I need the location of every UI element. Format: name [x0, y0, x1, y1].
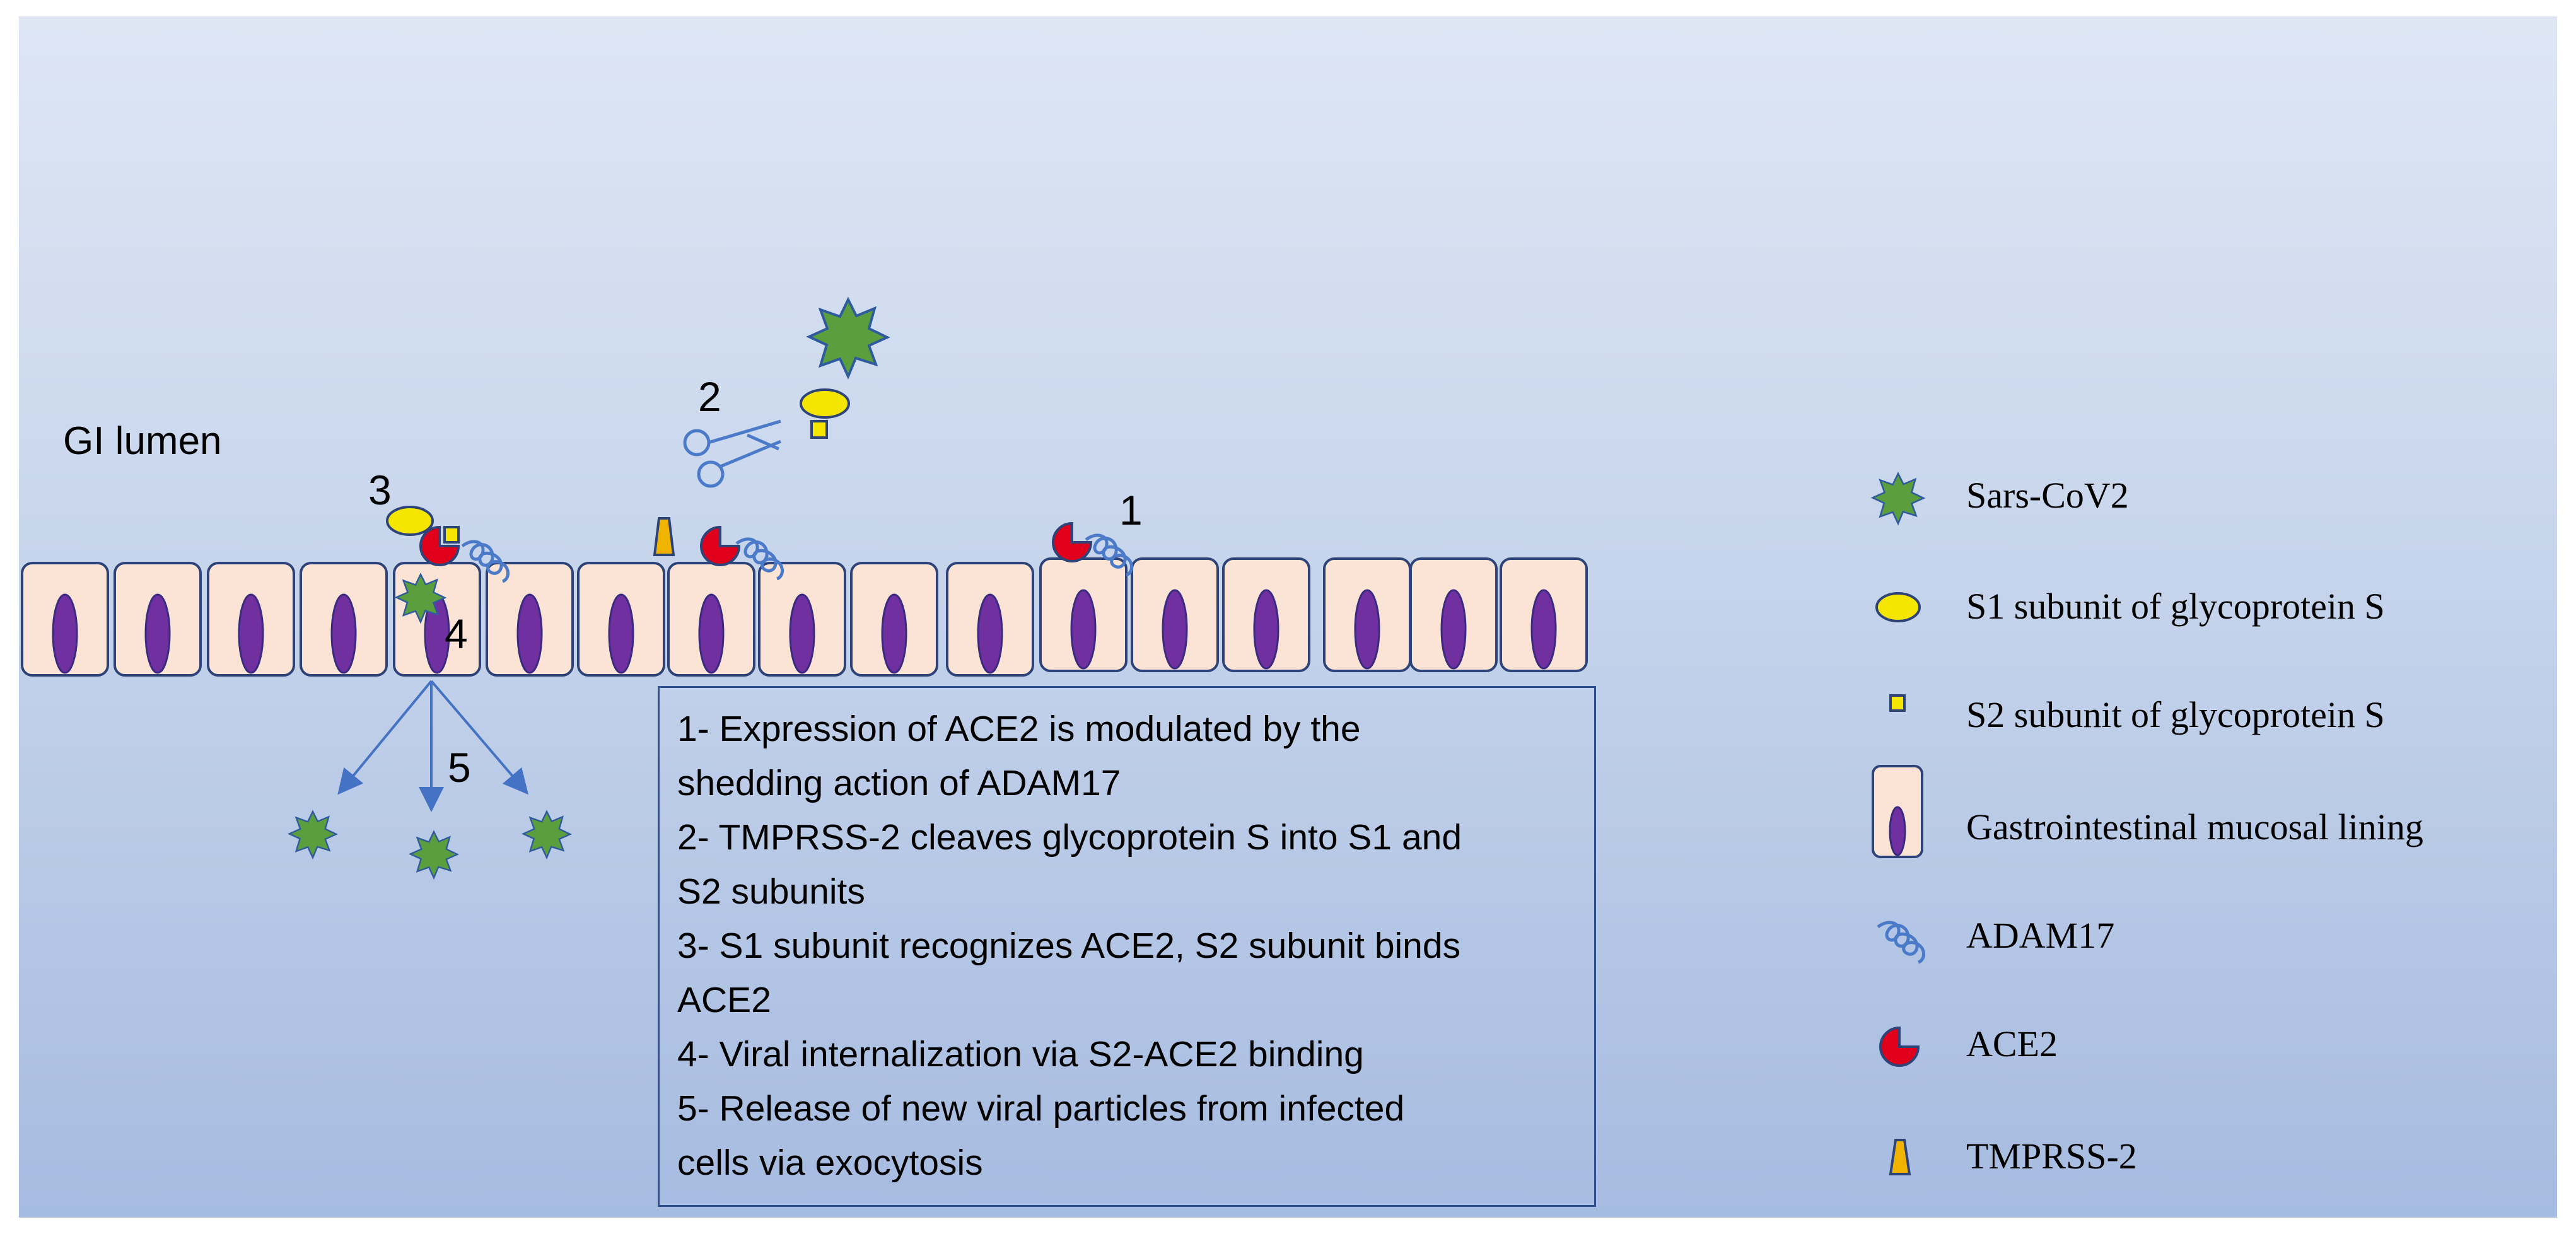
mucosal-cell — [850, 562, 938, 677]
mucosal-lining — [21, 557, 1588, 677]
legend-label-mucosal: Gastrointestinal mucosal lining — [1966, 806, 2423, 847]
marker-5: 5 — [448, 744, 471, 791]
virus-icon — [808, 298, 889, 378]
gi-lumen-label: GI lumen — [63, 419, 222, 463]
step-line: cells via exocytosis — [677, 1143, 983, 1183]
s1-ellipse-icon — [386, 506, 434, 536]
legend-label-s2: S2 subunit of glycoprotein S — [1966, 694, 2385, 735]
mucosal-cell — [1323, 557, 1411, 672]
marker-3: 3 — [368, 467, 392, 513]
steps-box: 1- Expression of ACE2 is modulated by th… — [658, 686, 1596, 1207]
mucosal-cell — [1039, 557, 1128, 672]
mucosal-cell — [1409, 557, 1498, 672]
arrow — [337, 680, 433, 795]
s2-square-icon — [810, 420, 828, 439]
tmprss2-trapezoid-icon — [1889, 1139, 1911, 1175]
step-line: shedding action of ADAM17 — [677, 763, 1121, 803]
legend-label-tmprss2: TMPRSS-2 — [1966, 1136, 2137, 1177]
marker-2: 2 — [698, 373, 721, 420]
ace2-icon — [1052, 522, 1092, 562]
virus-icon — [288, 810, 337, 859]
step-line: 5- Release of new viral particles from i… — [677, 1088, 1405, 1129]
step-line: 4- Viral internalization via S2-ACE2 bin… — [677, 1034, 1364, 1074]
adam17-coil-icon — [1878, 923, 1924, 962]
arrow — [430, 680, 528, 795]
marker-4: 4 — [445, 610, 468, 657]
s2-square-icon — [443, 526, 460, 544]
legend-label-s1: S1 subunit of glycoprotein S — [1966, 586, 2385, 627]
mucosal-cell — [758, 562, 846, 677]
s2-square-icon — [1889, 694, 1906, 712]
exocytosis-arrows — [337, 680, 528, 812]
mucosal-cell — [486, 562, 574, 677]
step-line: 2- TMPRSS-2 cleaves glycoprotein S into … — [677, 817, 1462, 858]
s1-ellipse-icon — [800, 388, 850, 419]
mucosal-cell-icon — [1872, 765, 1923, 858]
mucosal-cell — [300, 562, 388, 677]
step-line: 1- Expression of ACE2 is modulated by th… — [677, 709, 1361, 749]
ace2-pacman-icon — [1879, 1027, 1920, 1067]
virus-icon — [409, 830, 458, 879]
legend-label-sars-cov2: Sars-CoV2 — [1966, 475, 2129, 516]
mucosal-cell — [1222, 557, 1310, 672]
scissors-icon — [683, 419, 781, 488]
mucosal-cell — [21, 562, 109, 677]
tmprss2-trapezoid-icon — [653, 517, 675, 556]
legend-label-adam17: ADAM17 — [1966, 915, 2115, 956]
step-line: ACE2 — [677, 980, 771, 1020]
mucosal-cell — [946, 562, 1034, 677]
mucosal-cell — [1131, 557, 1219, 672]
step-line: 3- S1 subunit recognizes ACE2, S2 subuni… — [677, 926, 1461, 966]
s1-ellipse-icon — [1875, 592, 1921, 622]
legend-icons — [1872, 472, 1925, 1175]
mucosal-cell — [667, 562, 755, 677]
mucosal-cell — [577, 562, 665, 677]
mucosal-cell — [114, 562, 202, 677]
step-line: S2 subunits — [677, 871, 865, 912]
mucosal-cell — [207, 562, 295, 677]
virus-icon — [1872, 472, 1925, 525]
legend-label-ace2: ACE2 — [1966, 1023, 2058, 1064]
marker-1: 1 — [1119, 487, 1143, 533]
mucosal-cell — [1500, 557, 1588, 672]
ace2-icon — [700, 526, 740, 566]
virus-icon — [522, 810, 571, 859]
